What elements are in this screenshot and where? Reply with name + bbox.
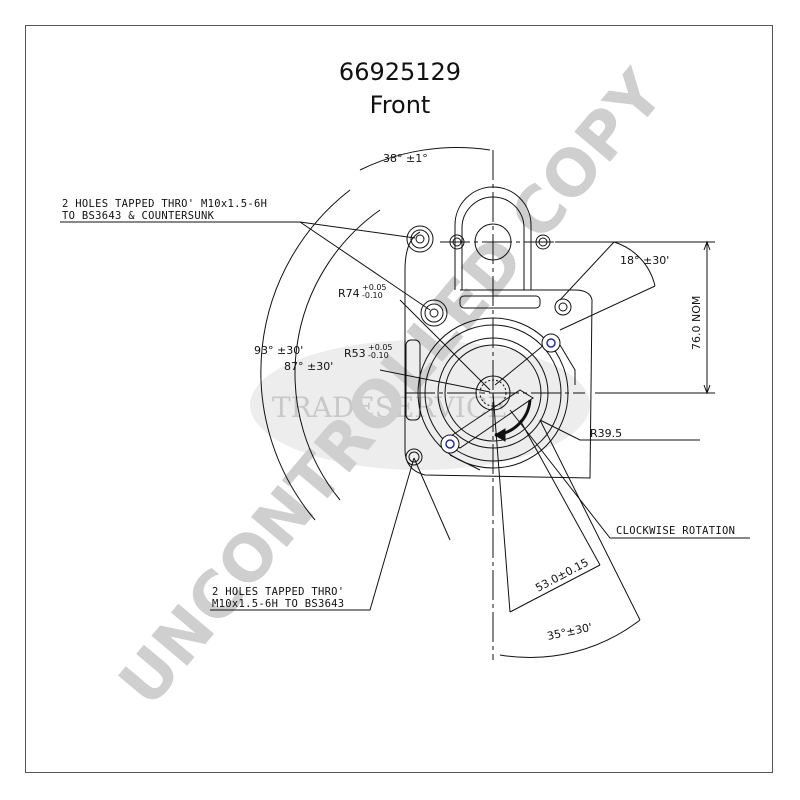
- angle-87-label: 87° ±30': [284, 360, 333, 373]
- view-label: Front: [369, 91, 431, 119]
- radius-53-label: R53: [344, 347, 366, 360]
- radius-74-tol-plus: +0.05: [362, 283, 387, 292]
- angle-18-label: 18° ±30': [620, 254, 669, 267]
- holes-bottom-label-line2: M10x1.5-6H TO BS3643: [212, 598, 344, 610]
- radius-53-tol-plus: +0.05: [368, 343, 393, 352]
- rotation-label: CLOCKWISE ROTATION: [616, 525, 735, 537]
- holes-top-label-line2: TO BS3643 & COUNTERSUNK: [62, 210, 215, 222]
- holes-top-label-line1: 2 HOLES TAPPED THRO' M10x1.5-6H: [62, 198, 267, 210]
- hole-markers: [440, 333, 561, 454]
- part-outline: [60, 147, 750, 660]
- holes-bottom-label-line1: 2 HOLES TAPPED THRO': [212, 586, 344, 598]
- watermark-center-text: TRADESERVICE: [272, 391, 508, 424]
- drawing-frame: [25, 25, 773, 773]
- angle-38-label: 38° ±1°: [383, 152, 428, 165]
- radius-74-label: R74: [338, 287, 360, 300]
- part-number-title: 66925129: [338, 58, 462, 86]
- radius-74-tol-minus: -0.10: [362, 291, 383, 300]
- angle-93-label: 93° ±30': [254, 344, 303, 357]
- dim-53-label: 53.0±0.15: [533, 556, 590, 595]
- radius-39-label: R39.5: [590, 427, 622, 440]
- radius-53-tol-minus: -0.10: [368, 351, 389, 360]
- angle-35-label: 35°±30': [546, 621, 593, 643]
- dim-76-label: 76.0 NOM: [690, 296, 703, 350]
